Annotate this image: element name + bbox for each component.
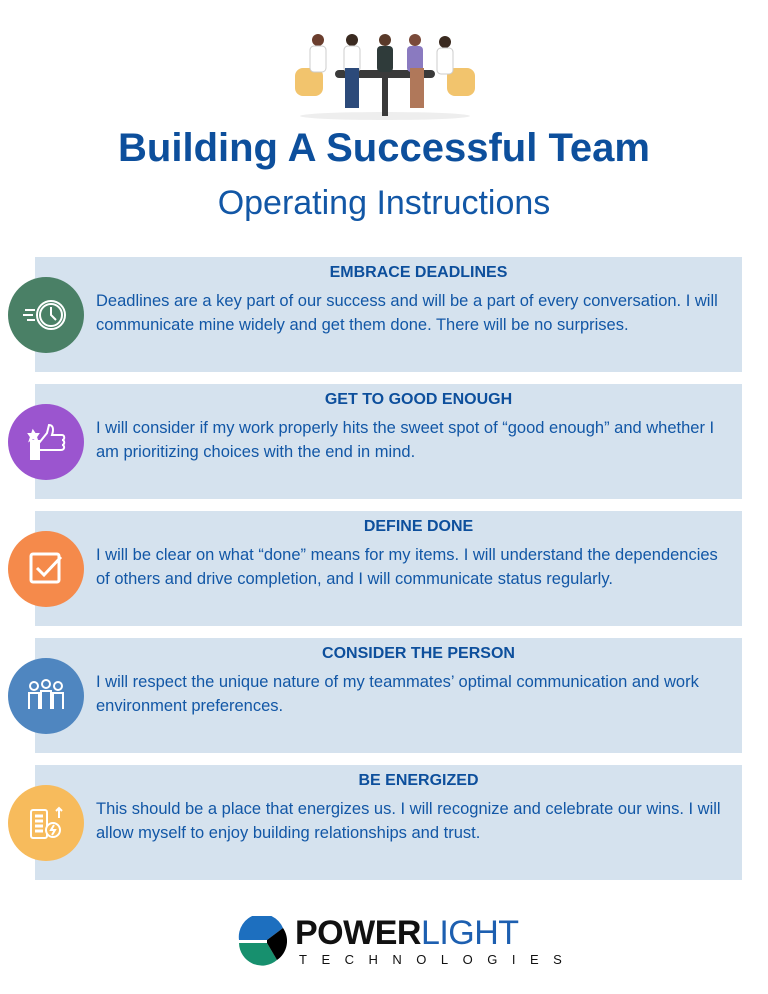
section-consider-person: CONSIDER THE PERSON I will respect the u…	[35, 638, 742, 753]
section-body: I will be clear on what “done” means for…	[96, 546, 718, 588]
section-body: I will respect the unique nature of my t…	[96, 673, 699, 715]
page-subtitle: Operating Instructions	[217, 184, 551, 222]
section-heading: BE ENERGIZED	[358, 772, 479, 789]
section-good-enough: GET TO GOOD ENOUGH I will consider if my…	[35, 384, 742, 499]
section-embrace-deadlines: EMBRACE DEADLINES Deadlines are a key pa…	[35, 257, 742, 372]
team-meeting-illustration	[295, 34, 475, 120]
page-title: Building A Successful Team	[118, 126, 650, 170]
section-body: This should be a place that energizes us…	[96, 800, 721, 842]
section-heading: EMBRACE DEADLINES	[329, 264, 508, 281]
battery-energy-icon	[8, 785, 84, 861]
team-icon	[8, 658, 84, 734]
section-heading: GET TO GOOD ENOUGH	[324, 391, 513, 408]
checkbox-icon	[8, 531, 84, 607]
logo-word-power: POWER	[295, 914, 421, 952]
section-body: I will consider if my work properly hits…	[96, 419, 715, 461]
logo-mark-icon	[238, 916, 287, 966]
section-heading: CONSIDER THE PERSON	[322, 645, 515, 662]
clock-icon	[8, 277, 84, 353]
section-heading: DEFINE DONE	[363, 518, 474, 535]
logo-word-light: LIGHT	[420, 914, 519, 952]
logo-tagline: TECHNOLOGIES	[299, 952, 577, 967]
thumbs-up-icon	[8, 404, 84, 480]
powerlight-logo: POWERLIGHT TECHNOLOGIES	[237, 912, 562, 972]
section-define-done: DEFINE DONE I will be clear on what “don…	[35, 511, 742, 626]
section-be-energized: BE ENERGIZED This should be a place that…	[35, 765, 742, 880]
section-body: Deadlines are a key part of our success …	[96, 292, 718, 334]
